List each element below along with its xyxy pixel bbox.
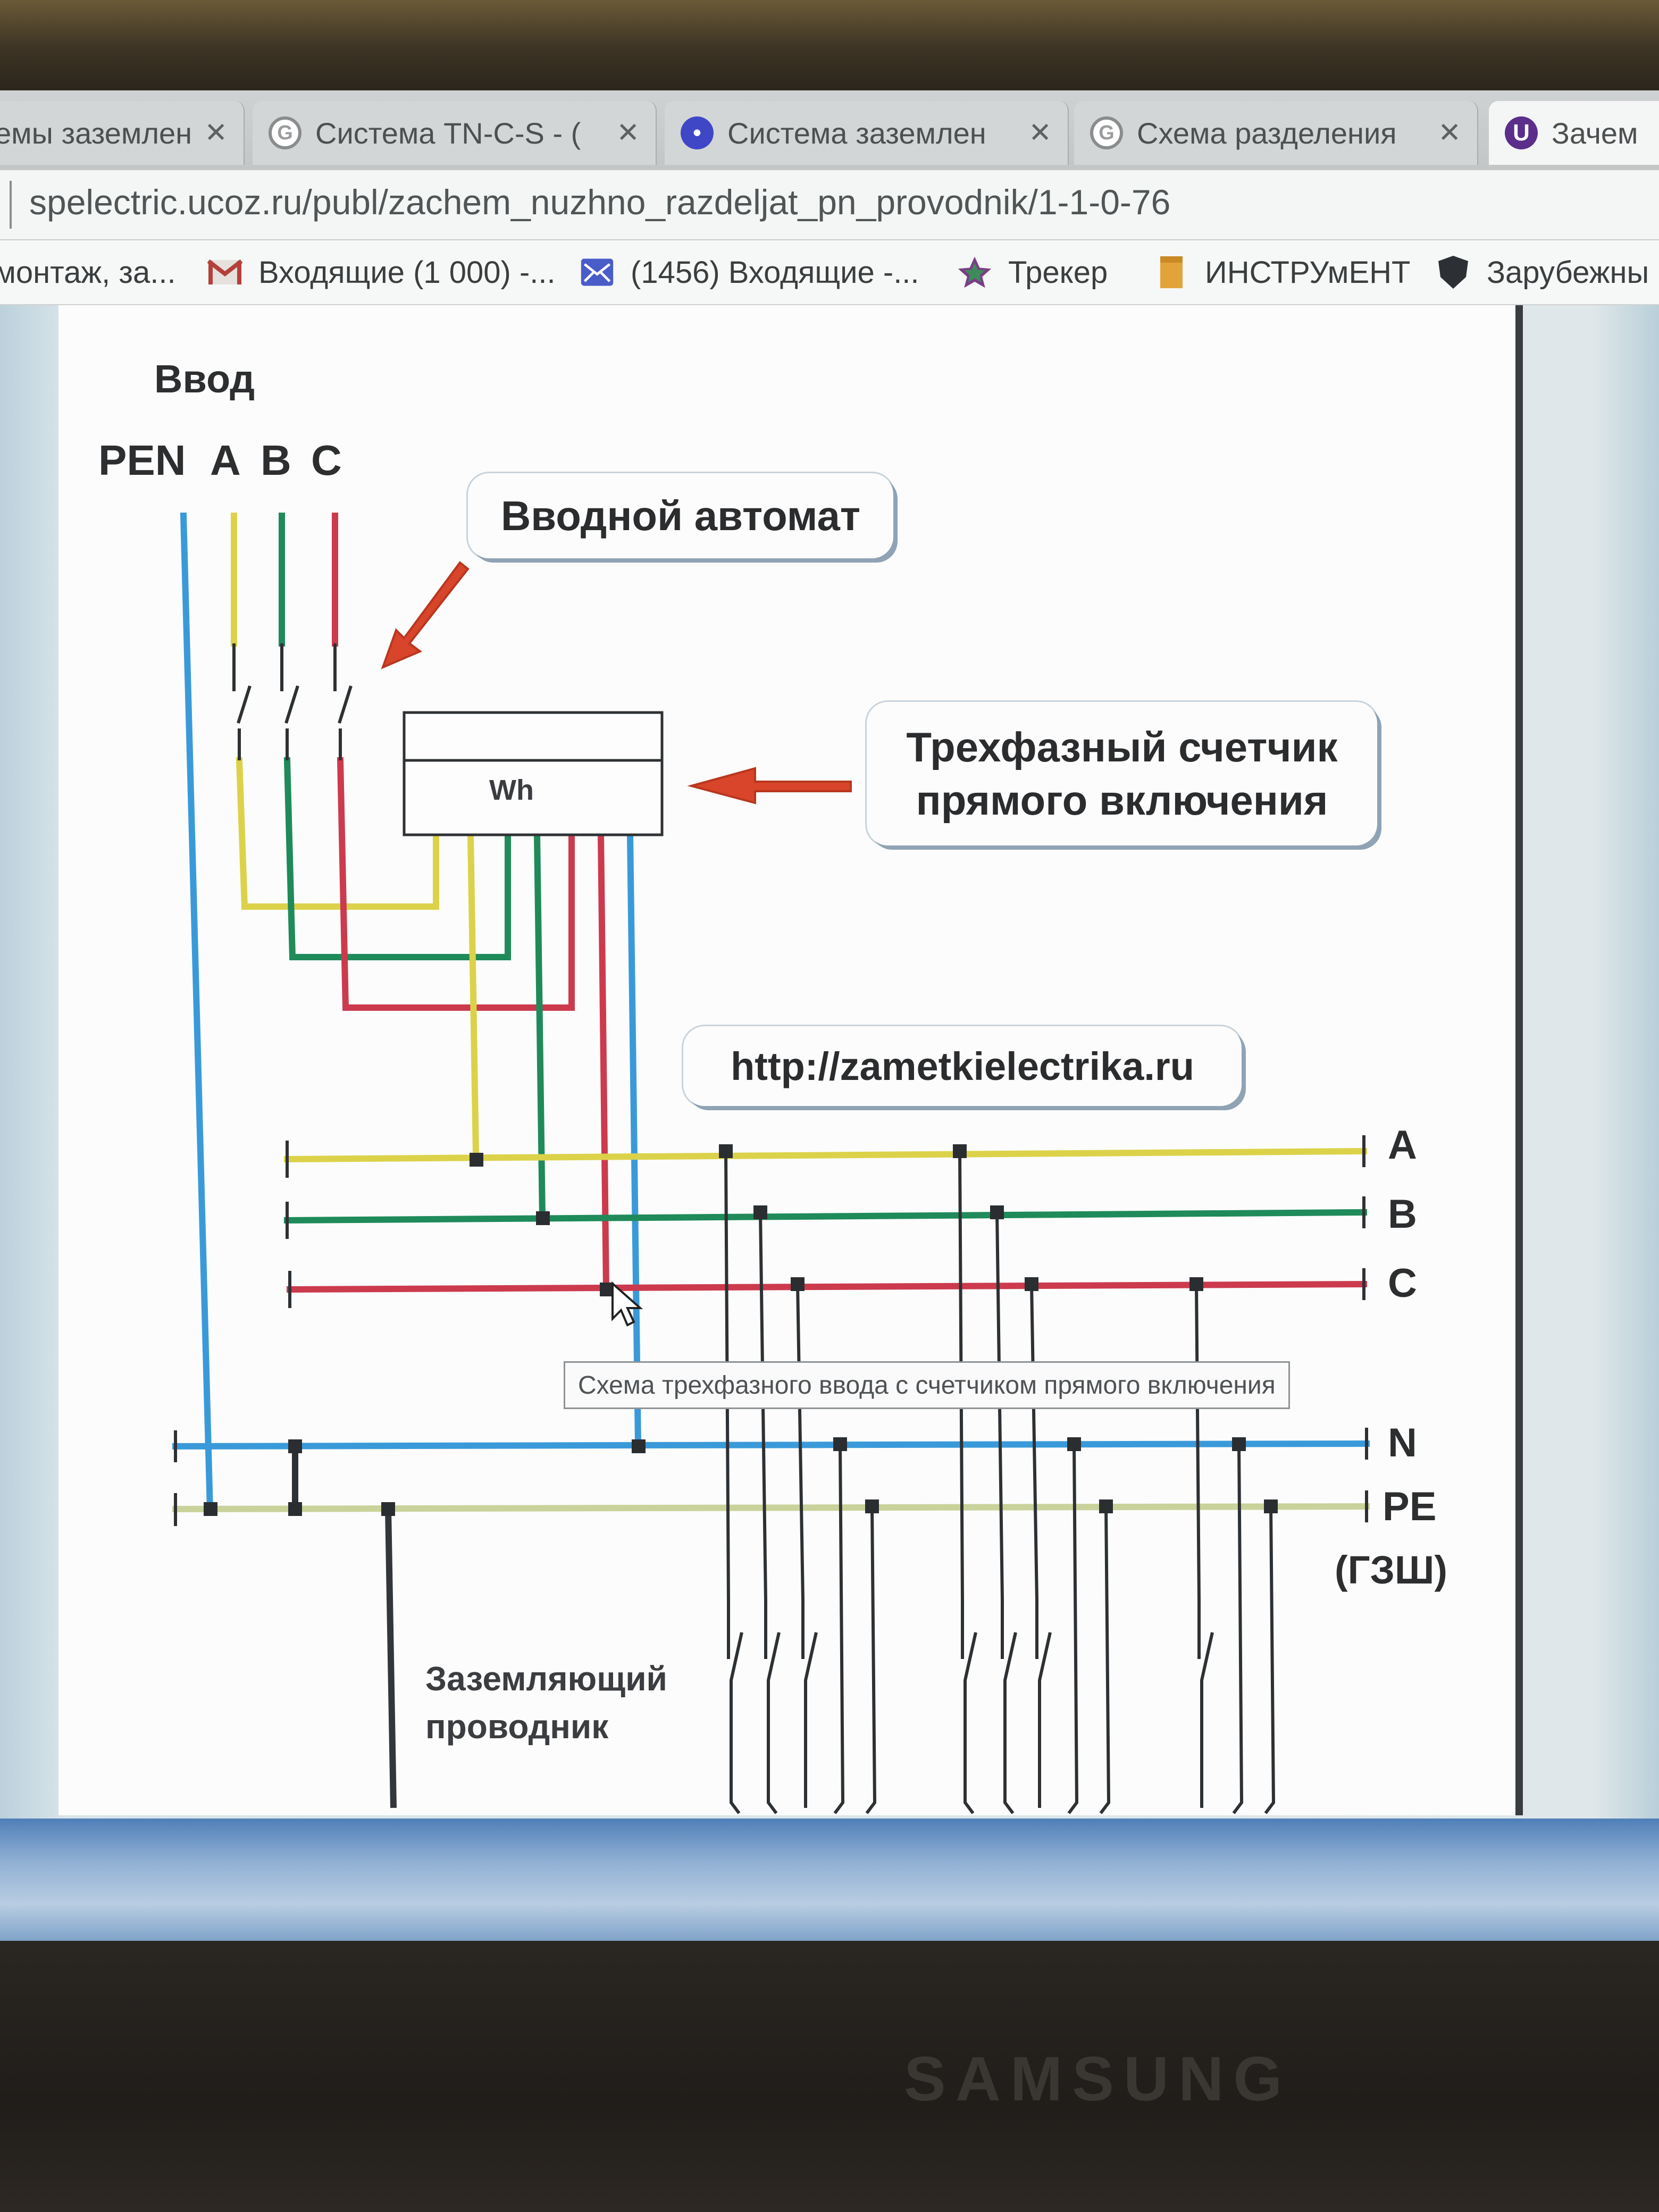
- bus-n: [172, 1440, 1370, 1450]
- bookmark-4-label: Трекер: [1008, 255, 1108, 290]
- site-url-callout[interactable]: http://zametkielectrika.ru: [683, 1026, 1242, 1106]
- bookmark-5-label: ИНСТРУмЕНТ: [1205, 255, 1411, 290]
- input-label-b: B: [261, 437, 291, 484]
- screen: емы заземлен ✕ G Система TN-C-S - ( ✕ • …: [0, 90, 1659, 1941]
- tab-4-label: Схема разделения: [1137, 116, 1397, 150]
- pe-note: (ГЗШ): [1335, 1548, 1447, 1592]
- bus-b: [283, 1209, 1368, 1224]
- image-tooltip: Схема трехфазного ввода с счетчиком прям…: [564, 1361, 1290, 1409]
- meter-callout-line1: Трехфазный счетчик: [906, 724, 1338, 770]
- ground-conductor: [385, 1509, 397, 1808]
- shield-icon: [1436, 256, 1471, 289]
- breaker-callout-text: Вводной автомат: [500, 492, 861, 539]
- gmail-icon: [207, 256, 242, 288]
- bookmark-4[interactable]: Трекер: [957, 252, 1108, 292]
- diagram-title: Ввод: [154, 357, 255, 401]
- tab-2-label: Система TN-C-S - (: [315, 116, 581, 150]
- tab-1-label: емы заземлен: [0, 116, 192, 150]
- tab-2[interactable]: G Система TN-C-S - ( ✕: [253, 101, 657, 165]
- meter-out-b: [533, 831, 546, 1221]
- bus-label-c: C: [1388, 1261, 1417, 1306]
- bookmark-6-label: Зарубежны: [1487, 255, 1649, 290]
- ucoz-favicon-icon: U: [1505, 116, 1538, 149]
- bus-label-a: A: [1388, 1122, 1417, 1168]
- bookmark-2[interactable]: Входящие (1 000) -...: [207, 252, 556, 292]
- tab-3-label: Система заземлен: [727, 116, 986, 150]
- tab-5-label: Зачем: [1552, 116, 1638, 150]
- site-favicon-icon: •: [681, 116, 714, 149]
- bookmark-3-label: (1456) Входящие -...: [631, 255, 919, 290]
- meter-callout: Трехфазный счетчик прямого включения: [867, 702, 1377, 845]
- mouse-cursor-icon: [611, 1281, 643, 1327]
- bookmark-1-label: монтаж, за...: [0, 255, 176, 290]
- bookmark-2-label: Входящие (1 000) -...: [258, 255, 556, 290]
- meter-box: [403, 711, 664, 836]
- input-label-a: A: [210, 437, 241, 484]
- feeder-group-1: [724, 1151, 877, 1814]
- content-border: [1515, 305, 1523, 1815]
- close-icon[interactable]: ✕: [616, 118, 640, 148]
- tracker-icon: [957, 256, 992, 288]
- meter-out-n: [626, 831, 642, 1447]
- meter-out-a: [467, 831, 480, 1158]
- bus-end-ticks: [174, 1135, 1368, 1526]
- address-bar[interactable]: spelectric.ucoz.ru/publ/zachem_nuzhno_ra…: [0, 170, 1659, 240]
- bus-a: [283, 1147, 1368, 1163]
- input-label-c: C: [311, 437, 342, 484]
- meter-callout-line2: прямого включения: [916, 777, 1328, 824]
- breaker-contact-b: [280, 643, 299, 760]
- tab-5-active[interactable]: U Зачем: [1489, 101, 1659, 165]
- bus-label-n: N: [1388, 1420, 1417, 1465]
- tab-1[interactable]: емы заземлен ✕: [0, 101, 245, 165]
- bookmark-3[interactable]: (1456) Входящие -...: [580, 252, 919, 292]
- bookmark-1[interactable]: монтаж, за...: [0, 252, 176, 292]
- site-url-text: http://zametkielectrika.ru: [731, 1044, 1194, 1088]
- input-label-pen: PEN: [98, 437, 186, 484]
- meter-out-c: [597, 831, 610, 1293]
- wiring-diagram: [172, 512, 1370, 1814]
- bookmarks-bar: монтаж, за... Входящие (1 000) -... (145…: [0, 240, 1659, 305]
- tab-strip: емы заземлен ✕ G Система TN-C-S - ( ✕ • …: [0, 90, 1659, 170]
- tab-4[interactable]: G Схема разделения ✕: [1074, 101, 1478, 165]
- breaker-callout: Вводной автомат: [468, 473, 893, 558]
- close-icon[interactable]: ✕: [204, 118, 228, 148]
- address-divider: [10, 181, 12, 229]
- folder-icon: [1154, 256, 1189, 288]
- breaker-contact-a: [232, 643, 252, 760]
- mail-icon: [580, 256, 615, 288]
- bus-label-b: B: [1388, 1192, 1417, 1237]
- meter-label: Wh: [489, 774, 534, 806]
- feeder-group-3: [1195, 1284, 1276, 1814]
- monitor-brand-logo: SAMSUNG: [904, 2044, 1292, 2114]
- bookmark-6[interactable]: Зарубежны: [1436, 252, 1649, 292]
- phase-b-after-breaker: [283, 757, 511, 960]
- ground-label-line2: проводник: [425, 1707, 609, 1746]
- tab-3[interactable]: • Система заземлен ✕: [665, 101, 1069, 165]
- bookmark-5[interactable]: ИНСТРУмЕНТ: [1154, 252, 1411, 292]
- monitor-bezel-top: [0, 0, 1659, 106]
- taskbar: [0, 1819, 1659, 1941]
- close-icon[interactable]: ✕: [1028, 118, 1052, 148]
- arrow-to-meter: [687, 767, 852, 805]
- close-icon[interactable]: ✕: [1438, 118, 1461, 148]
- feeder-group-2: [958, 1151, 1111, 1814]
- bus-label-pe: PE: [1382, 1484, 1437, 1529]
- google-icon: G: [269, 116, 301, 149]
- monitor-bezel-bottom: [0, 1941, 1659, 2212]
- bus-c: [286, 1280, 1368, 1293]
- bus-pe: [172, 1503, 1370, 1513]
- pen-conductor: [180, 512, 214, 1514]
- url-text[interactable]: spelectric.ucoz.ru/publ/zachem_nuzhno_ra…: [29, 182, 1171, 222]
- arrow-to-breaker: [381, 561, 470, 669]
- breaker-contact-c: [333, 643, 353, 760]
- ground-label-line1: Заземляющий: [425, 1660, 667, 1698]
- phase-c-after-breaker: [337, 757, 575, 1011]
- google-icon: G: [1090, 116, 1123, 149]
